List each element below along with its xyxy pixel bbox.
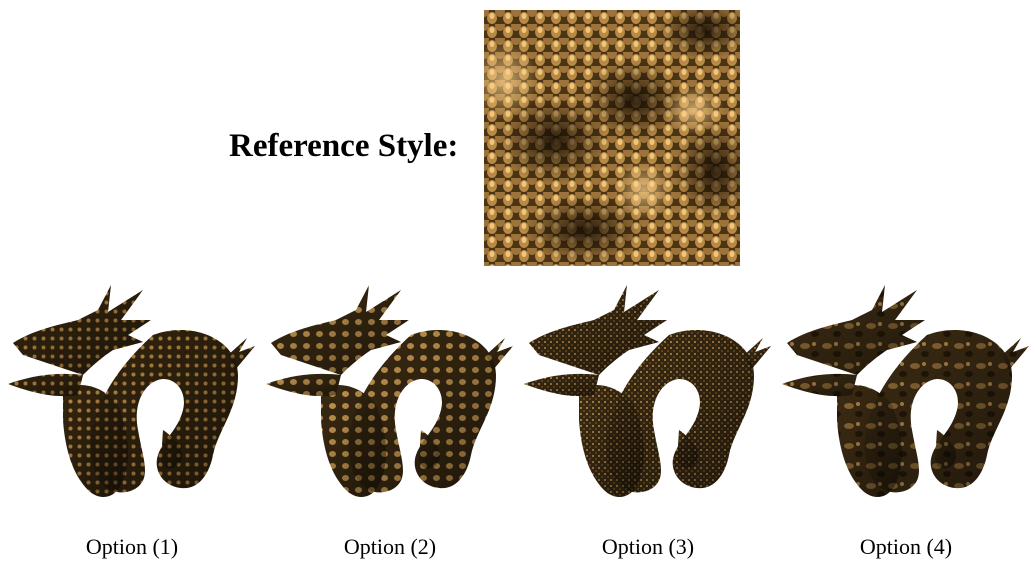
option-2[interactable]: Option (2) <box>261 280 519 570</box>
option-label-2: Option (2) <box>343 534 437 559</box>
option-label-3: Option (3) <box>601 534 695 559</box>
reference-style-label: Reference Style: <box>229 128 459 164</box>
option-label-1: Option (1) <box>85 534 179 559</box>
option-3[interactable]: Option (3) <box>519 280 777 570</box>
option-4[interactable]: Option (4) <box>777 280 1030 570</box>
reference-texture-swatch <box>484 10 740 266</box>
dragon-render-2 <box>266 285 513 497</box>
dragon-render-3 <box>524 285 771 497</box>
dragon-render-1 <box>8 285 255 497</box>
option-1[interactable]: Option (1) <box>3 280 261 570</box>
option-label-4: Option (4) <box>859 534 953 559</box>
dragon-render-4 <box>782 285 1029 497</box>
